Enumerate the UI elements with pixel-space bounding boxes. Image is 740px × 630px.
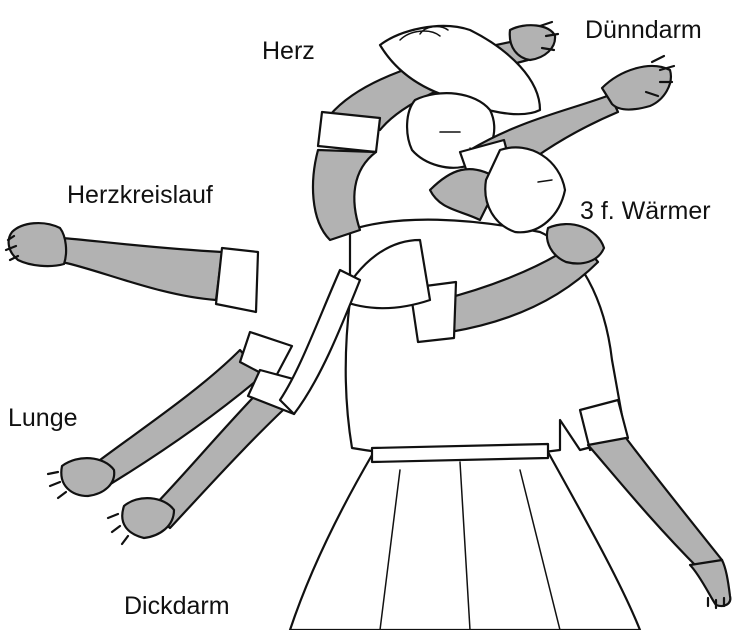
head-profile bbox=[485, 147, 565, 232]
label-dickdarm: Dickdarm bbox=[124, 594, 230, 619]
label-waermer: 3 f. Wärmer bbox=[580, 199, 711, 224]
label-herzkreislauf: Herzkreislauf bbox=[67, 183, 213, 208]
label-herz: Herz bbox=[262, 39, 315, 64]
label-lunge: Lunge bbox=[8, 406, 78, 431]
label-duenndarm: Dünndarm bbox=[585, 18, 702, 43]
arm-herzkreislauf bbox=[6, 223, 258, 312]
skirt bbox=[290, 444, 640, 630]
arm-dickdarm bbox=[108, 270, 360, 544]
